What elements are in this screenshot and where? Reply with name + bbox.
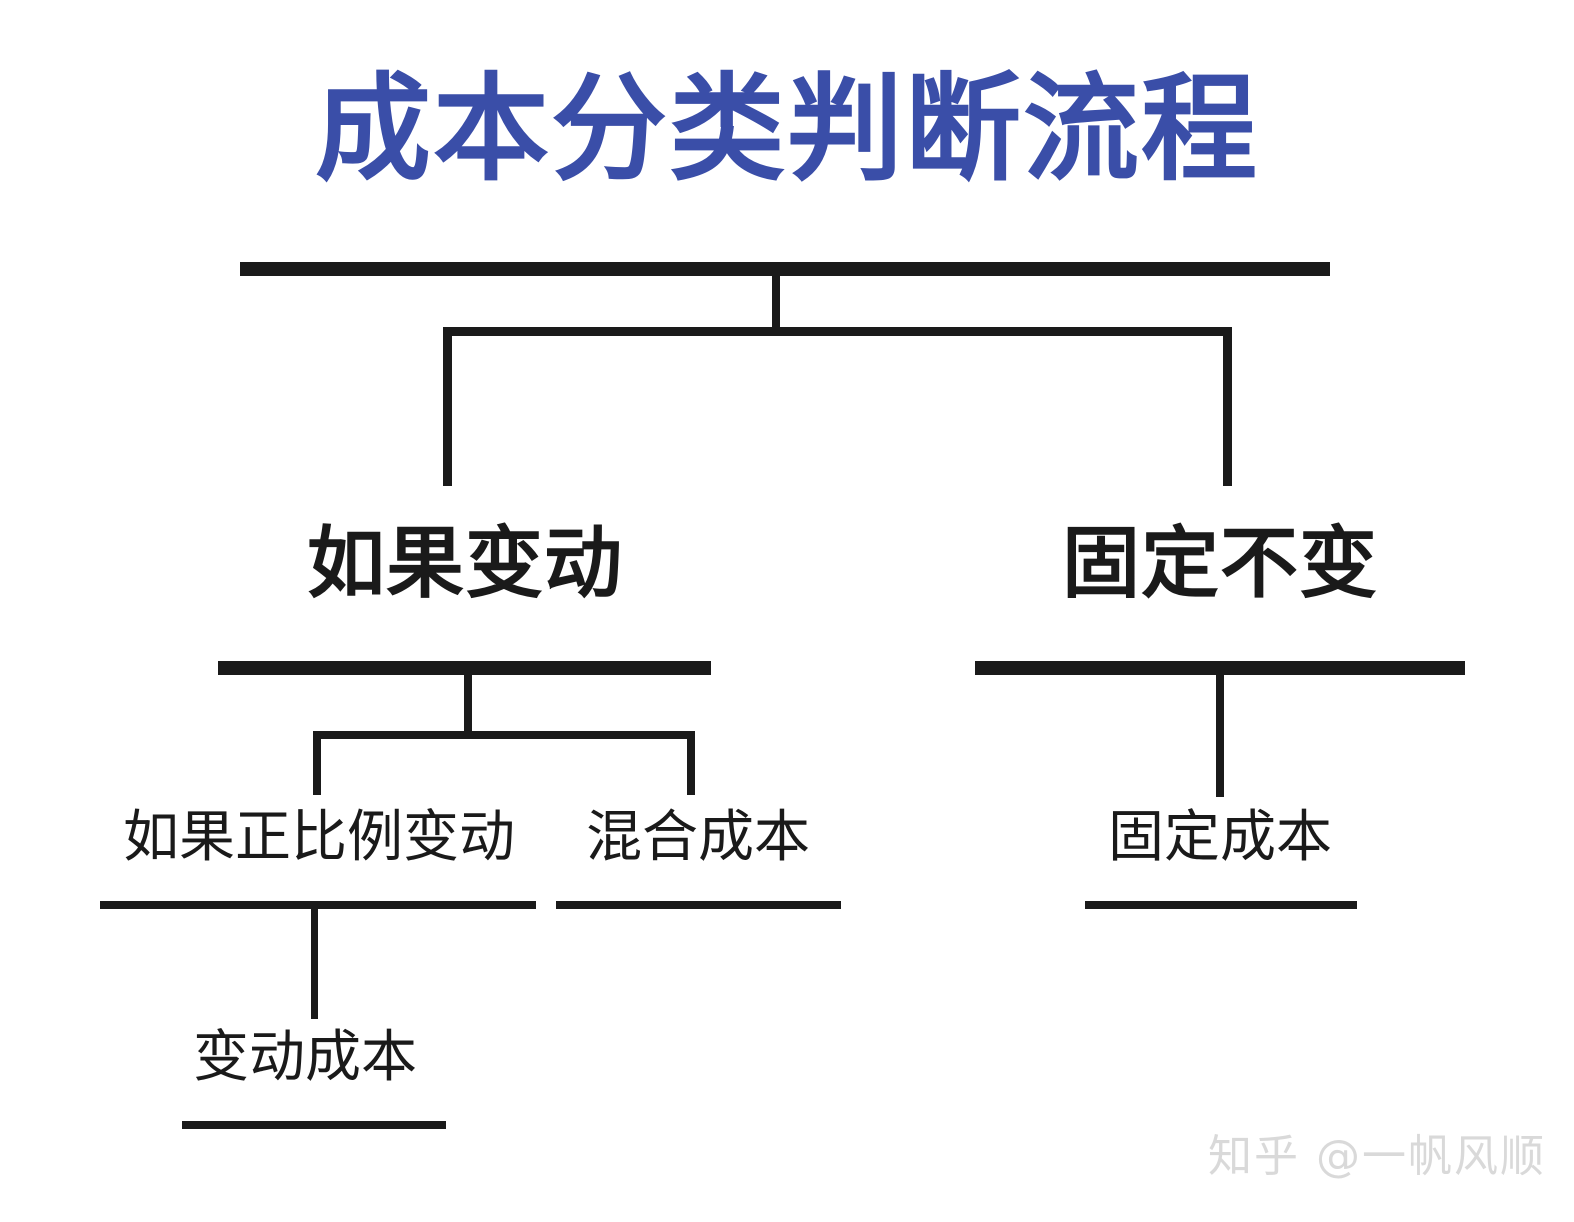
root-underline-bar: [240, 262, 1330, 276]
node-mixed-cost: 混合成本: [586, 805, 810, 870]
fixed-cost-stem: [1216, 675, 1224, 797]
fixed-unchanged-underline-bar: [975, 661, 1465, 675]
if-variable-stem: [464, 675, 472, 737]
node-if-proportional-change: 如果正比例变动: [123, 805, 515, 870]
level3-drop-if-proportional: [313, 739, 321, 795]
fixed-cost-underline: [1085, 901, 1357, 909]
variable-cost-underline: [182, 1121, 446, 1129]
level2-drop-left: [443, 336, 452, 486]
variable-cost-stem: [311, 909, 318, 1019]
if-variable-underline-bar: [218, 661, 711, 675]
mixed-cost-underline: [556, 901, 841, 909]
level2-connector-bar: [443, 327, 1232, 336]
node-if-variable: 如果变动: [306, 519, 623, 609]
page-title: 成本分类判断流程: [315, 62, 1259, 197]
node-fixed-unchanged: 固定不变: [1061, 519, 1378, 609]
if-proportional-underline: [100, 901, 536, 909]
level3-drop-mixed-cost: [687, 739, 695, 795]
level3-connector-bar-left: [313, 731, 695, 739]
node-variable-cost: 变动成本: [193, 1025, 417, 1090]
root-stem: [772, 276, 780, 334]
watermark: 知乎 @一帆风顺: [1208, 1131, 1546, 1182]
node-fixed-cost: 固定成本: [1108, 805, 1332, 870]
level2-drop-right: [1223, 336, 1232, 486]
